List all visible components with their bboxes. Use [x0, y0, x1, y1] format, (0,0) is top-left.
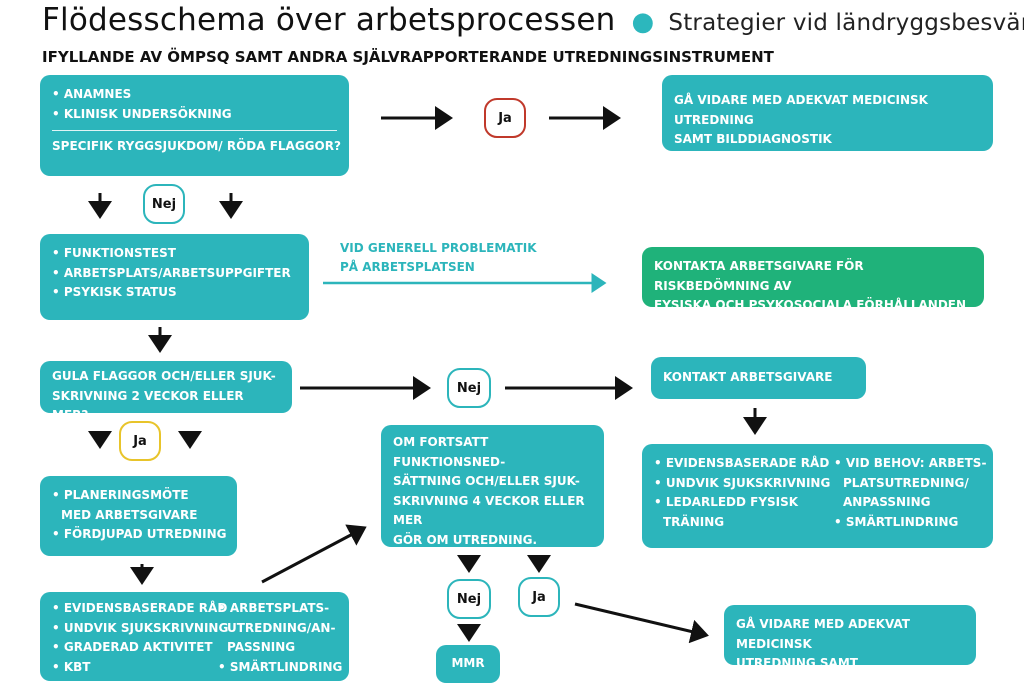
divider: [52, 130, 337, 131]
box-planering: PLANERINGSMÖTE MED ARBETSGIVARE FÖRDJUPA…: [40, 476, 237, 556]
page-subtitle: IFYLLANDE AV ÖMPSQ SAMT ANDRA SJÄLVRAPPO…: [42, 48, 774, 66]
list-item-cont: PASSNING: [227, 640, 296, 654]
pill-nej-bottom: Nej: [447, 579, 491, 619]
text-line: FYSISKA OCH PSYKOSOCIALA FÖRHÅLLANDEN (S…: [654, 298, 967, 332]
list-item: EVIDENSBASERADE RÅD: [654, 454, 829, 474]
box-anamnes: ANAMNES KLINISK UNDERSÖKNING SPECIFIK RY…: [40, 75, 349, 176]
text-line: SÄTTNING OCH/ELLER SJUK-: [393, 474, 580, 488]
box-funktion: FUNKTIONSTEST ARBETSPLATS/ARBETSUPPGIFTE…: [40, 234, 309, 320]
text-line: OM FORTSATT FUNKTIONSNED-: [393, 435, 506, 469]
list-item: EVIDENSBASERADE RÅD: [52, 599, 227, 619]
list-item: PLANERINGSMÖTE: [52, 486, 225, 506]
text-line: GÅ VIDARE MED ADEKVAT MEDICINSK UTREDNIN…: [674, 93, 928, 127]
list-item-cont: UTREDNING/AN-: [227, 620, 336, 635]
list-item: VID BEHOV: ARBETS-: [834, 454, 987, 474]
title-main: Flödesschema över arbetsprocessen: [42, 2, 616, 38]
text-line: SAMT BILDDIAGNOSTIK: [674, 132, 832, 146]
text-line: KONTAKT ARBETSGIVARE: [663, 370, 833, 384]
list-item: FUNKTIONSTEST: [52, 244, 297, 264]
list-item: LEDARLEDD FYSISK: [654, 493, 824, 513]
arrow-diagonal-up: [261, 524, 367, 584]
box-gula-flaggor: GULA FLAGGOR OCH/ELLER SJUK- SKRIVNING 2…: [40, 361, 292, 422]
list-item: KBT: [52, 658, 212, 678]
pill-nej-top: Nej: [143, 184, 185, 224]
box-medicinsk-top: GÅ VIDARE MED ADEKVAT MEDICINSK UTREDNIN…: [662, 75, 993, 151]
box-kontakt-arbetsgivare: KONTAKT ARBETSGIVARE: [651, 357, 866, 399]
page-title: Flödesschema över arbetsprocessen ● Strate…: [42, 2, 1024, 38]
text-line: GÖR OM UTREDNING. SPECIFIK: [393, 532, 538, 567]
list-item: SMÄRTLINDRING: [834, 513, 986, 533]
box-evidens-left: EVIDENSBASERADE RÅD UNDVIK SJUKSKRIVNING…: [40, 592, 349, 681]
box-riskbedomning: KONTAKTA ARBETSGIVARE FÖR RISKBEDÖMNING …: [642, 247, 984, 332]
list-item: FÖRDJUPAD UTREDNING: [52, 525, 227, 545]
text-line: GÅ VIDARE MED ADEKVAT MEDICINSK: [736, 617, 910, 651]
list-item: UNDVIK SJUKSKRIVNING: [654, 474, 830, 494]
text-line: KONTAKTA ARBETSGIVARE FÖR RISKBEDÖMNING …: [654, 259, 864, 293]
arrow-ja-to-medicinsk-bottom: [574, 602, 709, 644]
list-item: PSYKISK STATUS: [52, 283, 297, 303]
list-item: UNDVIK SJUKSKRIVNING: [52, 619, 228, 639]
text-line: RYGGSJUKDOM/RÖDA FLAGGOR?: [393, 572, 537, 606]
list-item: ARBETSPLATS-: [218, 599, 342, 619]
text-line: MMR: [451, 656, 485, 670]
box-question: SPECIFIK RYGGSJUKDOM/ RÖDA FLAGGOR?: [52, 139, 341, 153]
pill-ja-top: Ja: [484, 98, 526, 138]
list-item-cont: ANPASSNING: [843, 495, 931, 509]
list-item: KLINISK UNDERSÖKNING: [52, 105, 337, 125]
text-line: SKRIVNING 4 VECKOR ELLER MER: [393, 493, 585, 528]
pill-ja-mid: Ja: [119, 421, 161, 461]
list-item: ANAMNES: [52, 85, 337, 105]
list-item: SMÄRTLINDRING: [218, 658, 342, 678]
note-generell-problematik: VID GENERELL PROBLEMATIK PÅ ARBETSPLATSE…: [340, 239, 537, 277]
box-medicinsk-bottom: GÅ VIDARE MED ADEKVAT MEDICINSK UTREDNIN…: [724, 605, 976, 690]
title-suffix: Strategier vid ländryggsbesvär: [668, 10, 1024, 36]
box-fortsatt-utredning: OM FORTSATT FUNKTIONSNED- SÄTTNING OCH/E…: [381, 425, 604, 605]
box-evidens-right: EVIDENSBASERADE RÅD UNDVIK SJUKSKRIVNING…: [642, 444, 993, 548]
note-line: VID GENERELL PROBLEMATIK: [340, 241, 537, 255]
text-line: SKRIVNING 2 VECKOR ELLER MER?: [52, 388, 244, 423]
box-mmr: MMR: [436, 645, 500, 683]
note-line: PÅ ARBETSPLATSEN: [340, 260, 475, 274]
text-line: UTREDNING SAMT BILDDIAGNOSTIK: [736, 656, 858, 690]
pill-ja-bottom: Ja: [518, 577, 560, 617]
list-item: ARBETSPLATS/ARBETSUPPGIFTER: [52, 264, 297, 284]
list-item-cont: MED ARBETSGIVARE: [61, 507, 198, 522]
list-item-cont: PLATSUTREDNING/: [843, 475, 969, 490]
bullet-dot-icon: ●: [631, 7, 655, 37]
pill-nej-mid: Nej: [447, 368, 491, 408]
list-item: GRADERAD AKTIVITET: [52, 638, 213, 658]
text-line: GULA FLAGGOR OCH/ELLER SJUK-: [52, 369, 276, 383]
list-item-cont: TRÄNING: [663, 514, 725, 529]
